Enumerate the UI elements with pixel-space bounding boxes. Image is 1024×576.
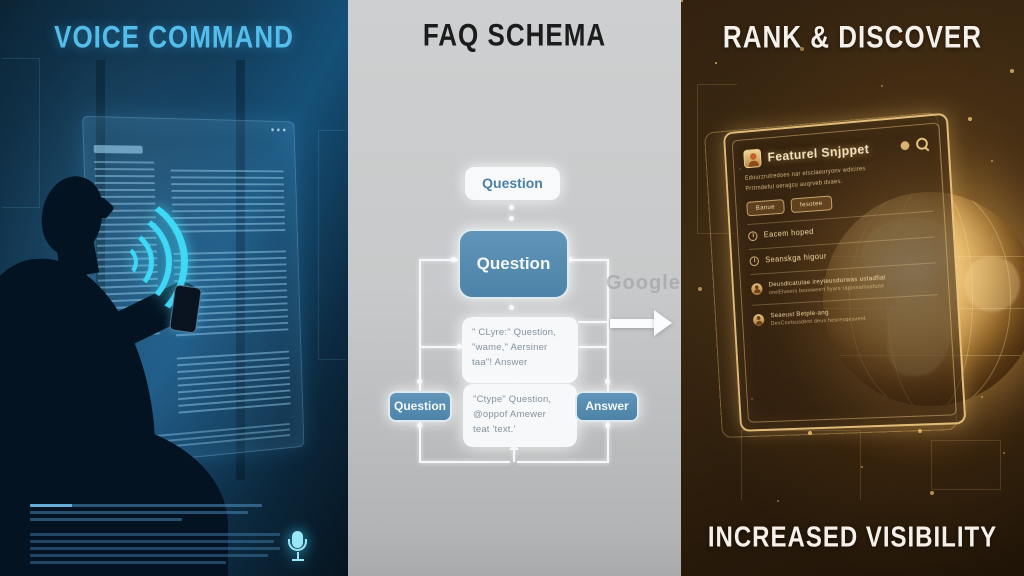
- circuit-decal: [2, 58, 40, 208]
- connector-dot: [417, 379, 422, 384]
- connector-line: [607, 422, 609, 462]
- connector-line: [419, 259, 421, 391]
- connector-line: [607, 259, 609, 391]
- flow-box-question-main: Question: [458, 229, 569, 299]
- circuit-decal: [931, 440, 1001, 490]
- snippet-row-text-group: Seaeust Betple-ang DevCovtsusdent deus h…: [770, 306, 866, 327]
- connector-dot: [417, 423, 422, 428]
- connector-dot: [457, 344, 462, 349]
- clock-icon: [747, 230, 758, 241]
- code-line: " CLyre:" Question,: [472, 327, 557, 338]
- faq-schema-panel: FAQ SCHEMA Question Question: [348, 0, 681, 576]
- connector-dot: [451, 257, 456, 262]
- google-watermark: Google: [606, 272, 681, 294]
- circuit-decal: [741, 430, 861, 500]
- flow-box-question-top: Question: [465, 167, 560, 200]
- connector-dot: [509, 216, 514, 221]
- connector-line: [578, 321, 607, 323]
- window-frame: [96, 60, 105, 480]
- flow-box-answer: Answer: [575, 391, 639, 422]
- code-line: "Ctype" Question,: [473, 394, 552, 405]
- connector-line: [570, 259, 607, 261]
- voice-command-panel: VOICE COMMAND: [0, 0, 348, 576]
- code-line: teat 'text.': [473, 424, 516, 436]
- snippet-row-text-group: Deusdicatulae ireyteusdurwas ustadfial o…: [768, 273, 886, 296]
- connector-dot: [567, 257, 572, 262]
- flow-box-question-left: Question: [388, 391, 452, 422]
- caption-paragraph-1: [30, 504, 262, 525]
- clock-icon: [749, 255, 760, 266]
- faq-panel-title: FAQ SCHEMA: [348, 16, 681, 53]
- rank-panel-title-text: RANK & DISCOVER: [722, 18, 983, 55]
- snippet-row-text: Eacem hoped: [763, 227, 815, 240]
- avatar-icon: [752, 314, 765, 327]
- avatar-icon: [750, 282, 763, 295]
- code-line: @oppof Amewer: [473, 409, 546, 421]
- rank-discover-panel: RANK & DISCOVER Featurel Snjppet: [681, 0, 1024, 576]
- pill-button: Banue: [746, 198, 785, 216]
- avatar-icon: [743, 148, 762, 169]
- hologram-text-paragraph: [170, 169, 286, 238]
- circuit-decal: [318, 130, 346, 360]
- schema-code-box-lower: "Ctype" Question, @oppof Amewer teat 'te…: [463, 384, 577, 447]
- faq-panel-title-text: FAQ SCHEMA: [422, 16, 607, 53]
- connector-line: [513, 450, 515, 462]
- snippet-card-inner: Featurel Snjppet Edourzrutredoes nar ets…: [731, 122, 957, 423]
- connector-line: [421, 346, 462, 348]
- globe-landmass: [964, 256, 1020, 312]
- connector-dot: [605, 423, 610, 428]
- hologram-header-bar: [93, 145, 143, 154]
- snippet-title: Featurel Snjppet: [767, 141, 870, 165]
- caption-paragraph-2: [30, 533, 280, 568]
- gold-particles: [681, 0, 683, 2]
- schema-code-box-upper: " CLyre:" Question, "wame," Aersiner taa…: [462, 317, 578, 383]
- connector-line: [517, 461, 609, 463]
- snippet-row: Seaeust Betple-ang DevCovtsusdent deus h…: [752, 302, 940, 328]
- connector-line: [421, 259, 458, 261]
- voice-panel-title: VOICE COMMAND: [0, 18, 348, 55]
- connector-line: [578, 346, 607, 348]
- snippet-row: Deusdicatulae ireyteusdurwas ustadfial o…: [750, 270, 938, 297]
- code-line: taa"! Answer: [472, 357, 528, 369]
- rank-panel-footer-text: INCREASED VISIBILITY: [707, 521, 998, 554]
- code-line: "wame," Aersiner: [472, 342, 548, 354]
- pill-button: fesotee: [790, 195, 833, 213]
- voice-panel-title-text: VOICE COMMAND: [54, 18, 294, 55]
- connector-line: [419, 461, 510, 463]
- hologram-text-paragraph: [176, 350, 291, 416]
- window-frame: [236, 60, 245, 480]
- rank-panel-footer: INCREASED VISIBILITY: [681, 521, 1024, 554]
- hologram-window-dots: [271, 128, 286, 132]
- circuit-decal: [697, 84, 737, 234]
- featured-snippet-card: Featurel Snjppet Edourzrutredoes nar ets…: [723, 112, 967, 432]
- connector-dot: [509, 205, 514, 210]
- profile-dot-icon: [900, 140, 910, 151]
- connector-line: [419, 422, 421, 462]
- rank-panel-title: RANK & DISCOVER: [681, 18, 1024, 55]
- microphone-icon: [287, 531, 309, 565]
- snippet-row-text: Seanskga higour: [765, 251, 828, 265]
- connector-dot: [605, 379, 610, 384]
- search-icon: [916, 137, 929, 151]
- connector-dot: [509, 305, 514, 310]
